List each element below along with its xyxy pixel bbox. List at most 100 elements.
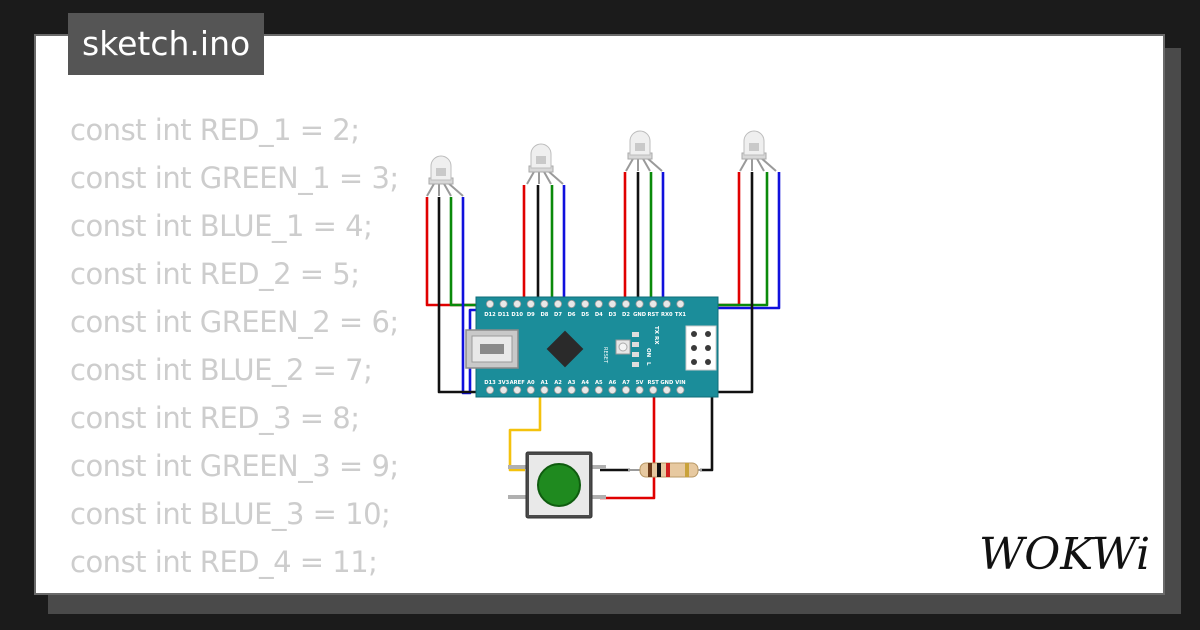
top-pin[interactable] [662, 299, 671, 308]
button-cap[interactable] [537, 463, 581, 507]
push-button[interactable] [508, 451, 606, 519]
top-pin[interactable] [608, 299, 617, 308]
top-pin-label: D8 [540, 312, 548, 318]
rgb-led[interactable] [739, 130, 777, 172]
code-line: const int BLUE_2 = 7; [70, 353, 373, 387]
top-pin[interactable] [622, 299, 631, 308]
reset-button-cap [618, 342, 628, 352]
top-pin[interactable] [676, 299, 685, 308]
top-pin[interactable] [526, 299, 535, 308]
code-line: const int BLUE_3 = 10; [70, 497, 391, 531]
top-pin-label: D4 [595, 312, 603, 318]
bottom-pin[interactable] [594, 385, 603, 394]
bottom-pin-label: 5V [636, 380, 644, 386]
top-pin-label: D5 [581, 312, 589, 318]
top-pin[interactable] [554, 299, 563, 308]
top-pin-label: D7 [554, 312, 562, 318]
wire-green [449, 197, 517, 312]
l-label: L [645, 362, 651, 366]
code-line: const int BLUE_1 = 4; [70, 209, 373, 243]
bottom-pin[interactable] [526, 385, 535, 394]
code-line: const int RED_3 = 8; [70, 401, 360, 435]
top-pin[interactable] [513, 299, 522, 308]
rgb-led[interactable] [526, 143, 564, 185]
top-pin[interactable] [567, 299, 576, 308]
top-pin[interactable] [499, 299, 508, 308]
top-pin-label: D9 [527, 312, 535, 318]
rgb-leds [426, 130, 777, 197]
code-line: const int GREEN_2 = 6; [70, 305, 399, 339]
top-pin[interactable] [594, 299, 603, 308]
wire-blue [651, 172, 665, 312]
led-die [536, 156, 546, 164]
wokwi-logo[interactable]: WOKWi [975, 524, 1150, 582]
code-line: const int RED_4 = 11; [70, 545, 378, 579]
top-pin[interactable] [485, 299, 494, 308]
bottom-pin[interactable] [567, 385, 576, 394]
bottom-pin-label: A0 [527, 380, 535, 386]
on-label: ON [645, 348, 651, 358]
bottom-pin-label: D13 [484, 380, 496, 386]
top-pin[interactable] [581, 299, 590, 308]
code-line: const int GREEN_3 = 9; [70, 449, 399, 483]
rx-label: RX [653, 336, 659, 345]
wire-yellow [508, 392, 542, 472]
bottom-pin-label: A7 [622, 380, 630, 386]
wire-red [425, 197, 492, 312]
bottom-pin-label: A5 [595, 380, 603, 386]
bottom-pin-label: VIN [675, 380, 685, 386]
resistor [628, 462, 702, 478]
microcontroller-chip [546, 330, 584, 368]
reset-label: RESET [602, 347, 608, 364]
top-pin-label: RX0 [661, 312, 673, 318]
bottom-pin[interactable] [540, 385, 549, 394]
usb-port-slot [480, 344, 504, 354]
bottom-pin[interactable] [662, 385, 671, 394]
led-die [436, 168, 446, 176]
wokwi-logo-text: WOKWi [979, 529, 1150, 580]
bottom-pin-label: AREF [510, 380, 526, 386]
bottom-pin-label: A3 [568, 380, 576, 386]
top-pin-label: D10 [511, 312, 523, 318]
wire-blue [562, 185, 569, 312]
bottom-pin[interactable] [485, 385, 494, 394]
code-line: const int RED_2 = 5; [70, 257, 360, 291]
wire-red [600, 390, 656, 500]
bottom-pin-label: A6 [609, 380, 617, 386]
bottom-pin[interactable] [622, 385, 631, 394]
icsp-header [685, 325, 717, 371]
top-pin-label: D2 [622, 312, 630, 318]
bottom-pin-label: A4 [581, 380, 589, 386]
rgb-led[interactable] [426, 155, 464, 197]
led-die [749, 143, 759, 151]
top-pin-label: GND [633, 312, 647, 318]
bottom-pin[interactable] [554, 385, 563, 394]
bottom-pin[interactable] [676, 385, 685, 394]
bottom-pin[interactable] [513, 385, 522, 394]
top-pin-label: D12 [484, 312, 496, 318]
bottom-pin-label: A1 [541, 380, 549, 386]
bottom-pin[interactable] [649, 385, 658, 394]
top-pin-label: D6 [568, 312, 576, 318]
led-die [635, 143, 645, 151]
top-pin[interactable] [540, 299, 549, 308]
file-tab[interactable]: sketch.ino [68, 13, 265, 75]
top-pin[interactable] [635, 299, 644, 308]
bottom-pin-label: GND [660, 380, 674, 386]
wire-green [550, 185, 556, 312]
bottom-pin[interactable] [499, 385, 508, 394]
bottom-pin[interactable] [581, 385, 590, 394]
wire-red [712, 172, 741, 307]
bottom-pin-label: RST [648, 380, 660, 386]
wire-green [712, 172, 769, 307]
top-pin[interactable] [649, 299, 658, 308]
icsp-pins [691, 331, 711, 365]
bottom-pin[interactable] [608, 385, 617, 394]
tx-label: TX [653, 326, 659, 335]
rgb-led[interactable] [625, 130, 663, 172]
bottom-pin[interactable] [635, 385, 644, 394]
